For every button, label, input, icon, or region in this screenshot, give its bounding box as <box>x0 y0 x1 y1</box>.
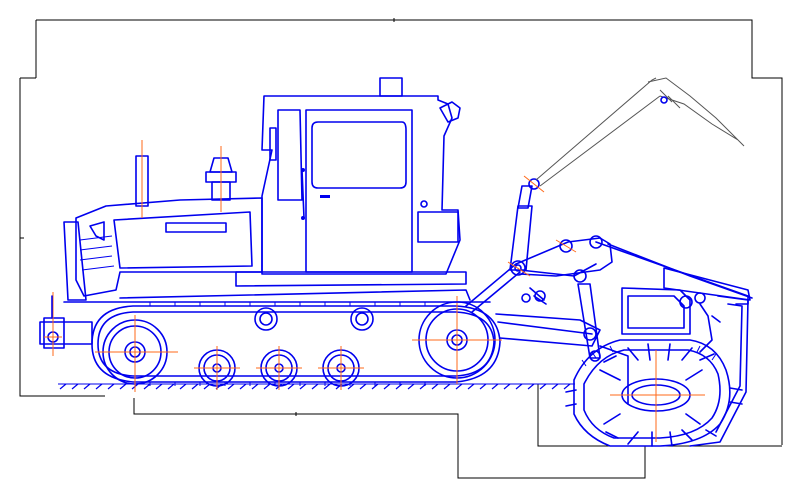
drive-sprocket <box>95 315 178 392</box>
hydraulic-lift <box>465 77 745 362</box>
road-wheel <box>194 346 240 390</box>
idler-wheel <box>412 296 502 384</box>
road-wheel <box>256 346 302 390</box>
dimension-frames <box>19 18 783 479</box>
crawler-track <box>91 302 501 386</box>
cab <box>261 77 461 275</box>
road-wheel <box>318 346 364 390</box>
tractor-body <box>39 140 491 356</box>
rotor-housing <box>565 241 753 447</box>
support-rollers <box>254 307 374 331</box>
road-wheels <box>194 346 364 390</box>
